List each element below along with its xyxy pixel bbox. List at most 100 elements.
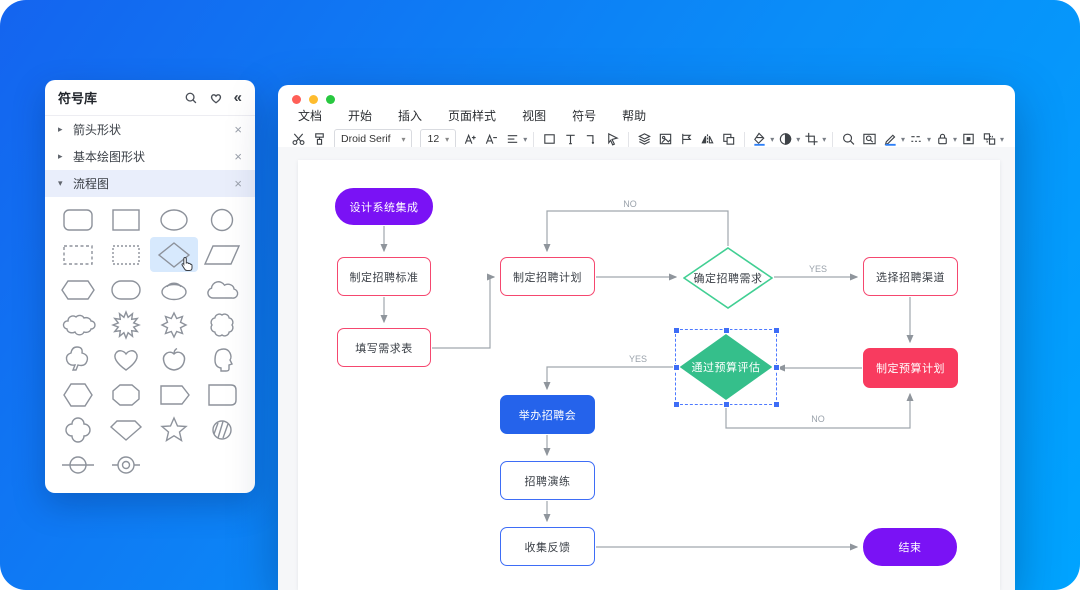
close-icon[interactable]: × — [234, 122, 242, 137]
flow-node-drill[interactable]: 招聘演练 — [500, 461, 595, 500]
menu-item-6[interactable]: 符号 — [572, 108, 597, 123]
collapse-panel-icon[interactable]: « — [233, 89, 242, 106]
shape-item-burst-16[interactable] — [102, 307, 150, 342]
shape-item-cloud-scribble[interactable] — [54, 307, 102, 342]
selection-handle[interactable] — [722, 400, 730, 408]
shape-item-heart[interactable] — [102, 342, 150, 377]
flow-node-end[interactable]: 结束 — [863, 528, 957, 566]
close-button[interactable] — [292, 95, 301, 104]
flow-node-channel[interactable]: 选择招聘渠道 — [863, 257, 958, 296]
flow-node-feedback[interactable]: 收集反馈 — [500, 527, 595, 566]
fill-color-button[interactable] — [749, 129, 770, 149]
shape-item-circle[interactable] — [198, 202, 246, 237]
selection-handle[interactable] — [772, 363, 780, 371]
pointer-tool-button[interactable] — [602, 129, 623, 149]
shape-rect-button[interactable] — [539, 129, 560, 149]
connector-button[interactable] — [581, 129, 602, 149]
menu-item-2[interactable]: 开始 — [348, 108, 373, 123]
font-increase-button[interactable] — [460, 129, 481, 149]
selection-handle[interactable] — [672, 363, 680, 371]
shape-item-star[interactable] — [150, 412, 198, 447]
close-icon[interactable]: × — [234, 176, 242, 191]
favorites-heart-icon[interactable] — [209, 91, 223, 105]
find-replace-button[interactable] — [859, 129, 880, 149]
menu-item-7[interactable]: 帮助 — [622, 108, 647, 123]
shape-item-dashed-rect-alt[interactable] — [102, 237, 150, 272]
maximize-button[interactable] — [326, 95, 335, 104]
menu-item-4[interactable]: 页面样式 — [448, 108, 497, 123]
shape-item-quatrefoil[interactable] — [54, 412, 102, 447]
flow-node-start[interactable]: 设计系统集成 — [335, 188, 433, 225]
text-tool-icon — [566, 134, 575, 145]
shape-item-gem[interactable] — [102, 412, 150, 447]
shape-item-connector-circle-line[interactable] — [54, 447, 102, 482]
font-decrease-button[interactable] — [481, 129, 502, 149]
shape-item-callout-ellipse[interactable] — [150, 272, 198, 307]
menu-item-5[interactable]: 视图 — [522, 108, 547, 123]
group-icon — [983, 133, 996, 145]
group-button[interactable] — [979, 129, 1000, 149]
shape-item-connector-circle-target[interactable] — [102, 447, 150, 482]
line-style-button[interactable] — [906, 129, 927, 149]
arrange-button[interactable] — [718, 129, 739, 149]
align-text-button[interactable] — [502, 129, 523, 149]
hexagon-flat-icon — [61, 279, 95, 300]
shape-item-blob[interactable] — [198, 307, 246, 342]
flow-node-budget-plan[interactable]: 制定预算计划 — [863, 348, 958, 388]
shape-item-diamond[interactable] — [150, 237, 198, 272]
shape-item-hatched-circle[interactable] — [198, 412, 246, 447]
search-icon[interactable] — [184, 91, 198, 105]
shape-category-label: 箭头形状 — [73, 123, 122, 137]
zoom-button[interactable] — [838, 129, 859, 149]
shape-item-rect[interactable] — [102, 202, 150, 237]
connector-circle-line-icon — [62, 455, 94, 474]
shape-item-rounded-hexagon[interactable] — [102, 272, 150, 307]
selection-handle[interactable] — [672, 326, 680, 334]
shape-item-ginkgo-leaf[interactable] — [54, 342, 102, 377]
menu-item-1[interactable]: 文档 — [298, 108, 323, 123]
shape-item-burst-8[interactable] — [150, 307, 198, 342]
shape-item-apple[interactable] — [150, 342, 198, 377]
snap-button[interactable] — [958, 129, 979, 149]
align-objects-button[interactable] — [676, 129, 697, 149]
selection-handle[interactable] — [772, 400, 780, 408]
shape-category-row[interactable]: ▸基本绘图形状× — [45, 143, 255, 170]
shape-style-button[interactable] — [775, 129, 796, 149]
cut-button[interactable] — [288, 129, 309, 149]
flow-node-budget-eval[interactable]: 通过预算评估 — [680, 334, 772, 400]
shape-item-dashed-rect[interactable] — [54, 237, 102, 272]
shape-item-parallelogram[interactable] — [198, 237, 246, 272]
shape-item-head-profile[interactable] — [198, 342, 246, 377]
selection-handle[interactable] — [722, 326, 730, 334]
format-painter-button[interactable] — [309, 129, 330, 149]
shape-item-round-card[interactable] — [198, 377, 246, 412]
flow-node-standard[interactable]: 制定招聘标准 — [337, 257, 431, 296]
selection-handle[interactable] — [772, 326, 780, 334]
shape-item-octagon[interactable] — [102, 377, 150, 412]
flow-node-job-fair[interactable]: 举办招聘会 — [500, 395, 595, 434]
shape-category-row[interactable]: ▸箭头形状× — [45, 116, 255, 143]
minimize-button[interactable] — [309, 95, 318, 104]
shape-item-hexagon[interactable] — [54, 377, 102, 412]
flow-node-plan[interactable]: 制定招聘计划 — [500, 257, 595, 296]
layers-button[interactable] — [634, 129, 655, 149]
flip-button[interactable] — [697, 129, 718, 149]
insert-image-button[interactable] — [655, 129, 676, 149]
text-tool-button[interactable] — [560, 129, 581, 149]
crop-button[interactable] — [801, 129, 822, 149]
shape-category-row[interactable]: ▾流程图× — [45, 170, 255, 197]
selection-handle[interactable] — [672, 400, 680, 408]
svg-text:NO: NO — [811, 414, 825, 424]
line-color-button[interactable] — [880, 129, 901, 149]
shape-item-hexagon-flat[interactable] — [54, 272, 102, 307]
close-icon[interactable]: × — [234, 149, 242, 164]
flow-node-form[interactable]: 填写需求表 — [337, 328, 431, 367]
flow-node-confirm-need[interactable]: 确定招聘需求 — [683, 247, 773, 309]
shape-item-tag-pentagon[interactable] — [150, 377, 198, 412]
shape-item-rounded-rect[interactable] — [54, 202, 102, 237]
shape-item-ellipse[interactable] — [150, 202, 198, 237]
lock-button[interactable] — [932, 129, 953, 149]
menu-item-3[interactable]: 插入 — [398, 108, 423, 123]
shape-item-cloud[interactable] — [198, 272, 246, 307]
